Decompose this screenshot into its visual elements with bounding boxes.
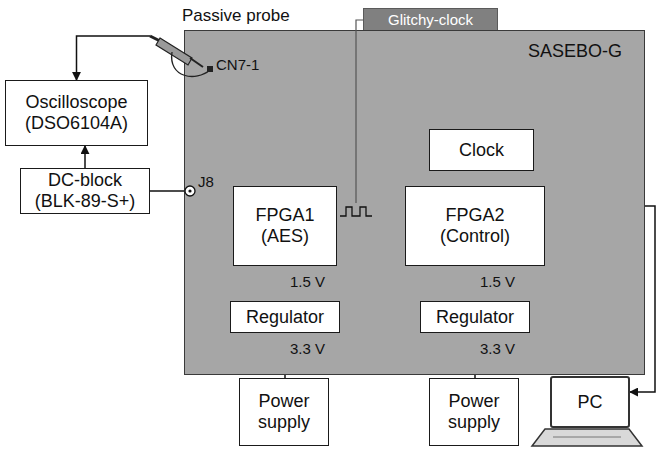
voltage-label: 3.3 V: [480, 340, 515, 357]
connector: [84, 146, 86, 168]
node-text: Oscilloscope (DSO6104A): [12, 92, 141, 133]
power-supply-box: Power supply: [239, 378, 329, 446]
fpga-box: FPGA1 (AES): [233, 186, 337, 266]
node-text: FPGA1 (AES): [240, 205, 330, 246]
node-text: Glitchy-clock: [388, 11, 473, 28]
clock-box: Clock: [429, 129, 534, 171]
node-text: Power supply: [434, 391, 514, 432]
instrument-box: Oscilloscope (DSO6104A): [5, 80, 148, 146]
power-supply-box: Power supply: [429, 378, 519, 446]
connector: [150, 190, 184, 192]
node-text: Regulator: [436, 307, 514, 328]
probe-label: Passive probe: [182, 6, 290, 26]
laptop-keys: [553, 437, 621, 438]
board-outline: SASEBO-G ClockFPGA1 (AES) FPGA2 (Control) R…: [184, 30, 645, 375]
node-text: DC-block (BLK-89-S+): [26, 170, 144, 211]
node-text: PC: [577, 392, 602, 413]
fpga-box: FPGA2 (Control): [405, 186, 545, 266]
voltage-label: 1.5 V: [290, 273, 325, 290]
connector: [77, 36, 151, 80]
pin-label: CN7-1: [216, 56, 259, 73]
node-text: Clock: [459, 140, 504, 161]
node-text: Power supply: [244, 391, 324, 432]
voltage-label: 1.5 V: [480, 273, 515, 290]
connector-label: J8: [198, 173, 214, 190]
laptop-base: [532, 429, 642, 446]
node-text: SASEBO-G: [528, 41, 622, 62]
node-text: Regulator: [246, 307, 324, 328]
computer-screen: PC: [550, 376, 630, 428]
voltage-label: 3.3 V: [290, 340, 325, 357]
regulator-box: Regulator: [420, 301, 530, 333]
node-text: FPGA2 (Control): [418, 205, 532, 246]
regulator-box: Regulator: [230, 301, 340, 333]
callout-box: Glitchy-clock: [363, 8, 498, 32]
filter-box: DC-block (BLK-89-S+): [20, 168, 150, 214]
